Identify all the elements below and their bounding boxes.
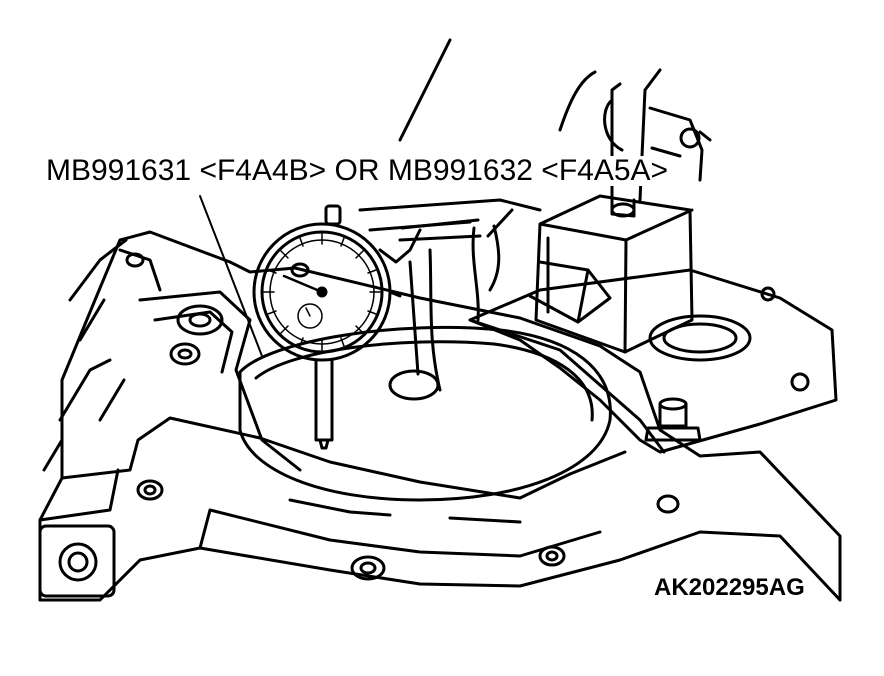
special-tool-callout: MB991631 <F4A4B> OR MB991632 <F4A5A> — [44, 154, 671, 187]
figure-id: AK202295AG — [654, 574, 805, 601]
dial-gauge — [252, 204, 402, 450]
bolt-holes — [125, 252, 680, 581]
special-tool-plate — [468, 268, 838, 454]
upper-bracket — [648, 106, 712, 182]
leader-line — [199, 195, 263, 357]
case-bore — [238, 325, 612, 524]
transaxle-case — [38, 230, 842, 602]
technician-hand — [398, 38, 597, 392]
